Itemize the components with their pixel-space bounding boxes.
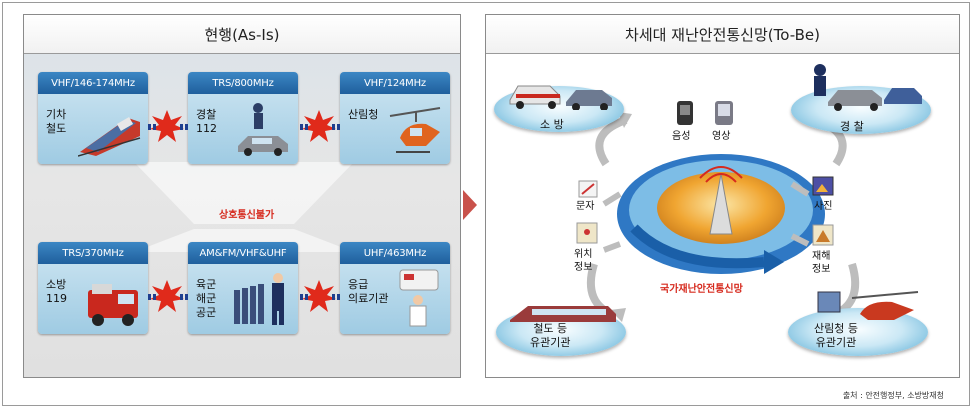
to-be-body: 소 방 경 찰 철도 등 유관기관 산림청 등 유관기관	[486, 54, 959, 377]
soldiers-icon	[234, 273, 284, 325]
card-fire-label: 소방 119	[46, 278, 67, 305]
node-forest-disc	[788, 308, 928, 356]
fire-vehicle-icon	[509, 85, 612, 110]
link-dash	[148, 294, 156, 300]
card-military-label: 육군 해군 공군	[196, 278, 217, 319]
card-forest-band: VHF/124MHz	[340, 72, 450, 94]
fire-truck-icon	[88, 284, 138, 326]
card-police-label: 경찰 112	[196, 108, 217, 135]
card-railway: VHF/146-174MHz 기차 철도	[38, 72, 148, 164]
burst-icon	[302, 280, 336, 312]
location-map-icon	[576, 222, 598, 244]
service-video-label: 영상	[712, 131, 731, 142]
to-be-panel: 차세대 재난안전통신망(To-Be) 소	[485, 14, 960, 378]
service-text-label: 문자	[576, 201, 595, 212]
police-vehicle-icon	[814, 64, 922, 111]
link-dash	[332, 294, 340, 300]
link-dash	[148, 124, 156, 130]
card-fire: TRS/370MHz 소방 119	[38, 242, 148, 334]
card-railway-label: 기차 철도	[46, 108, 67, 135]
burst-icon	[150, 280, 184, 312]
forest-helicopter-icon	[817, 291, 919, 320]
service-location-label: 위치 정보	[574, 249, 593, 273]
video-phone-icon	[715, 101, 733, 125]
node-rail-label: 철도 등 유관기관	[530, 322, 571, 349]
disaster-info-icon	[812, 224, 834, 246]
card-military-band: AM&FM/VHF&UHF	[188, 242, 298, 264]
card-police-band: TRS/800MHz	[188, 72, 298, 94]
hub-label: 국가재난안전통신망	[660, 284, 743, 295]
node-fire-label: 소 방	[540, 118, 564, 131]
source-note: 출처 : 안전행정부, 소방방재청	[842, 391, 944, 400]
network-hub-icon	[617, 154, 825, 274]
card-military: AM&FM/VHF&UHF 육군 해군 공군	[188, 242, 298, 334]
node-police-label: 경 찰	[840, 120, 864, 133]
as-is-title: 현행(As-Is)	[24, 15, 460, 54]
link-dash	[332, 124, 340, 130]
card-railway-band: VHF/146-174MHz	[38, 72, 148, 94]
train-icon	[78, 117, 141, 157]
to-be-title: 차세대 재난안전통신망(To-Be)	[486, 15, 959, 54]
transition-arrow-icon	[463, 190, 477, 220]
link-dash	[300, 294, 308, 300]
rail-train-icon	[510, 306, 616, 322]
card-forest: VHF/124MHz 산림청	[340, 72, 450, 164]
figure-frame	[2, 2, 970, 406]
text-message-icon	[578, 180, 598, 198]
card-medical-label: 응급 의료기관	[348, 278, 389, 305]
service-disaster-label: 재해 정보	[812, 251, 831, 275]
card-fire-band: TRS/370MHz	[38, 242, 148, 264]
card-police: TRS/800MHz 경찰 112	[188, 72, 298, 164]
node-forest-label: 산림청 등 유관기관	[814, 322, 858, 349]
burst-icon	[150, 110, 184, 142]
ambulance-icon	[399, 269, 439, 327]
helicopter-icon	[389, 107, 441, 153]
service-photo-label: 사진	[814, 201, 833, 212]
as-is-panel: 현행(As-Is) VHF/146-174MHz 기차 철도 TRS/800MH…	[23, 14, 461, 378]
no-interop-label: 상호통신불가	[219, 210, 275, 221]
link-dash	[180, 294, 188, 300]
photo-icon	[812, 176, 834, 196]
card-medical: UHF/463MHz 응급 의료기관	[340, 242, 450, 334]
card-forest-label: 산림청	[348, 108, 379, 121]
link-dash	[300, 124, 308, 130]
card-medical-band: UHF/463MHz	[340, 242, 450, 264]
burst-icon	[302, 110, 336, 142]
police-car-icon	[238, 103, 288, 156]
service-voice-label: 음성	[672, 131, 691, 142]
as-is-body: VHF/146-174MHz 기차 철도 TRS/800MHz 경찰 112 V…	[24, 54, 460, 377]
link-dash	[180, 124, 188, 130]
voice-phone-icon	[677, 101, 693, 125]
